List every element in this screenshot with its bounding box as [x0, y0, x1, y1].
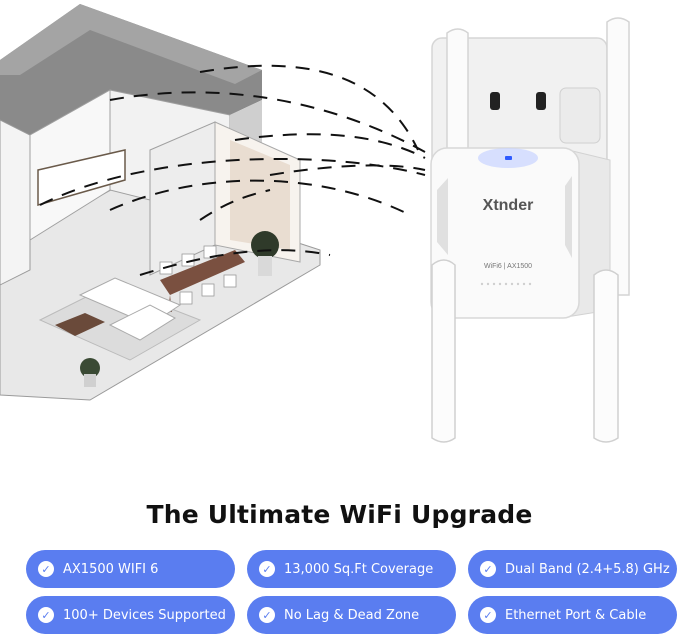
feature-pill-dual-band: ✓ Dual Band (2.4+5.8) GHz [468, 550, 677, 588]
wifi-extender-device: Xtnder WiFi6 | AX1500 [430, 17, 630, 443]
check-icon: ✓ [259, 607, 275, 623]
feature-label: 100+ Devices Supported [63, 607, 226, 623]
model-label: WiFi6 | AX1500 [484, 263, 532, 270]
check-icon: ✓ [38, 607, 54, 623]
brand-logo: Xtnder [483, 197, 534, 214]
headline: The Ultimate WiFi Upgrade [146, 500, 533, 529]
feature-pill-coverage: ✓ 13,000 Sq.Ft Coverage [247, 550, 456, 588]
wifi-signal-lines [39, 64, 426, 276]
check-icon: ✓ [259, 561, 275, 577]
feature-pill-no-lag: ✓ No Lag & Dead Zone [247, 596, 456, 634]
house-illustration [0, 4, 321, 401]
feature-pill-devices: ✓ 100+ Devices Supported [26, 596, 235, 634]
product-illustration: Xtnder WiFi6 | AX1500 [0, 4, 630, 443]
feature-label: AX1500 WIFI 6 [63, 561, 159, 577]
check-icon: ✓ [480, 607, 496, 623]
feature-label: 13,000 Sq.Ft Coverage [284, 561, 434, 577]
check-icon: ✓ [480, 561, 496, 577]
feature-pill-wifi6: ✓ AX1500 WIFI 6 [26, 550, 235, 588]
check-icon: ✓ [38, 561, 54, 577]
feature-label: Ethernet Port & Cable [505, 607, 647, 623]
feature-label: Dual Band (2.4+5.8) GHz [505, 561, 670, 577]
feature-label: No Lag & Dead Zone [284, 607, 420, 623]
feature-pill-ethernet: ✓ Ethernet Port & Cable [468, 596, 677, 634]
